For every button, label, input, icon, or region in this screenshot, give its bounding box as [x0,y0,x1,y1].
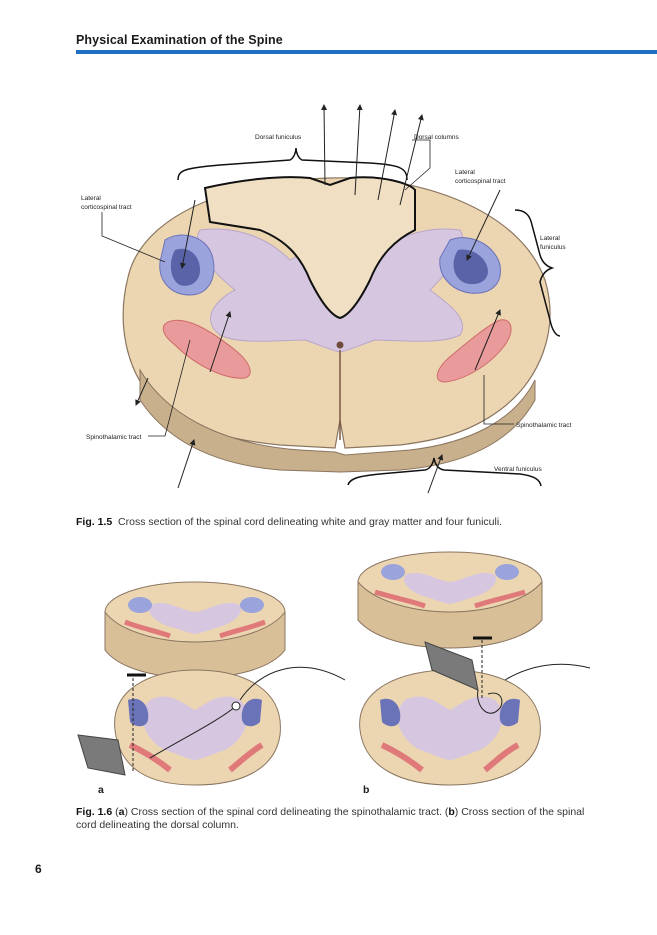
arrow-ventral-left [177,439,196,489]
label-dorsal-funiculus: Dorsal funiculus [255,134,302,141]
arrow-up-2 [354,104,363,196]
label-spinothalamic-left: Spinothalamic tract [86,434,141,441]
label-ventral-funiculus: Ventral funiculus [494,466,542,473]
caption-part-1: ( [115,806,119,818]
label-lateral-funiculus-2: funiculus [540,244,566,251]
arrow-up-1 [321,104,328,186]
figure-1-6-caption-label: Fig. 1.6 [76,806,113,818]
label-spinothalamic-right: Spinothalamic tract [516,422,571,429]
leader-spinothalamic-left [148,339,191,437]
caption-ref-a: a [118,806,125,818]
spinothalamic-tract-left [162,319,251,379]
panel-label-b: b [363,784,370,796]
panel-label-a: a [98,784,104,796]
spinothalamic-tract-right [436,319,512,383]
label-lateral-corticospinal-right-2: corticospinal tract [455,178,506,185]
header-rule [76,50,657,54]
caption-ref-b: b [448,806,455,818]
figure-1-6a-illustration [77,581,346,786]
cord-lower-edge [139,368,536,473]
figure-1-5-caption-text: Cross section of the spinal cord delinea… [118,516,503,528]
arrow-spinothalamic-up-right [474,309,501,371]
ventral-funiculus-brace [347,457,542,487]
arrow-up-3 [377,109,398,201]
arrow-corticospinal-right [466,189,501,261]
leader-spinothalamic-right [483,375,514,425]
figure-1-6-caption: Fig. 1.6 (a) Cross section of the spinal… [76,806,596,832]
arrow-up-4 [399,114,424,206]
running-header: Physical Examination of the Spine [76,33,283,47]
arrow-spinothalamic-up-left [209,311,232,373]
leader-dorsal-columns [404,139,431,191]
lateral-funiculus-brace [514,209,561,337]
dorsal-columns-outline [203,176,416,320]
spinal-cord-cross-section [101,104,561,494]
central-canal [336,341,344,349]
arrow-down-left [135,377,149,406]
figure-1-6b-illustration [357,551,591,786]
label-lateral-corticospinal-left-1: Lateral [81,195,101,202]
label-lateral-corticospinal-right-1: Lateral [455,169,475,176]
dorsal-funiculus-brace [177,147,408,181]
lateral-corticospinal-tract-right-core [453,249,488,285]
label-dorsal-columns: Dorsal columns [414,134,460,141]
label-lateral-corticospinal-left-2: corticospinal tract [81,204,132,211]
caption-part-2: ) Cross section of the spinal cord delin… [124,806,449,818]
leader-corticospinal-left [101,212,166,263]
arrow-ventral-right [427,454,444,494]
figure-1-5-caption: Fig. 1.5 Cross section of the spinal cor… [76,516,596,529]
caption-part-3: ) Cross section of the spinal cord delin… [76,806,585,831]
page-number: 6 [35,862,42,876]
label-lateral-funiculus-1: Lateral [540,235,560,242]
arrow-corticospinal-left [179,199,196,269]
figure-1-5-caption-label: Fig. 1.5 [76,516,113,528]
